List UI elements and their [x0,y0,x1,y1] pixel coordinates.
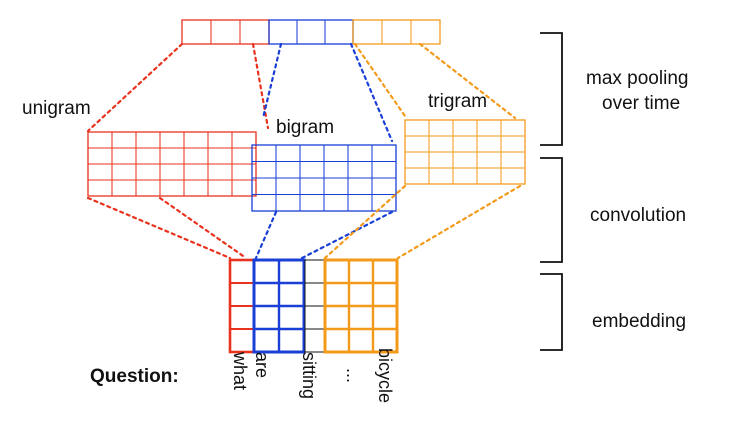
embedding-label: embedding [592,311,686,332]
word-bicycle: bicycle [375,348,395,403]
trigram-label: trigram [428,91,487,112]
trigram-feature-map [404,119,526,185]
bigram-label: bigram [276,117,334,138]
word-what: what [230,351,250,390]
link-unigram-to-embedding-right [158,196,248,260]
bracket-max-pooling [540,32,563,146]
bracket-embedding [540,273,563,351]
link-pooled-to-trigram-right [418,42,517,120]
word-are: are [252,352,272,378]
max-pooling-label-line1: max pooling [586,68,688,89]
pooled-vector [181,19,441,45]
pooled-unigram-segment-border [181,19,270,45]
unigram-feature-map [87,131,257,197]
bracket-convolution [540,157,563,263]
link-pooled-to-bigram-right [349,42,394,143]
convolution-label: convolution [590,205,686,226]
word-sitting: sitting [299,352,319,399]
question-label: Question: [90,366,179,387]
connector-lines [86,42,522,260]
link-bigram-to-embedding-left [254,210,278,260]
link-pooled-to-trigram-left [353,42,407,118]
link-pooled-to-bigram-left [261,42,283,120]
link-bigram-to-embedding-right [300,210,394,260]
embedding-matrix [228,258,399,354]
stage-brackets [540,32,563,351]
word-ellipsis: ... [343,368,363,383]
link-trigram-to-embedding-left [323,184,407,260]
pooled-trigram-segment-border [352,19,441,45]
link-pooled-to-unigram-right [251,42,270,130]
pooled-bigram-segment-border [268,19,354,45]
unigram-label: unigram [22,98,91,119]
bigram-feature-map [251,144,397,212]
link-unigram-to-embedding-left [86,196,232,260]
link-pooled-to-unigram-left [86,42,184,133]
max-pooling-label-line2: over time [602,93,680,114]
link-trigram-to-embedding-right [396,184,522,260]
